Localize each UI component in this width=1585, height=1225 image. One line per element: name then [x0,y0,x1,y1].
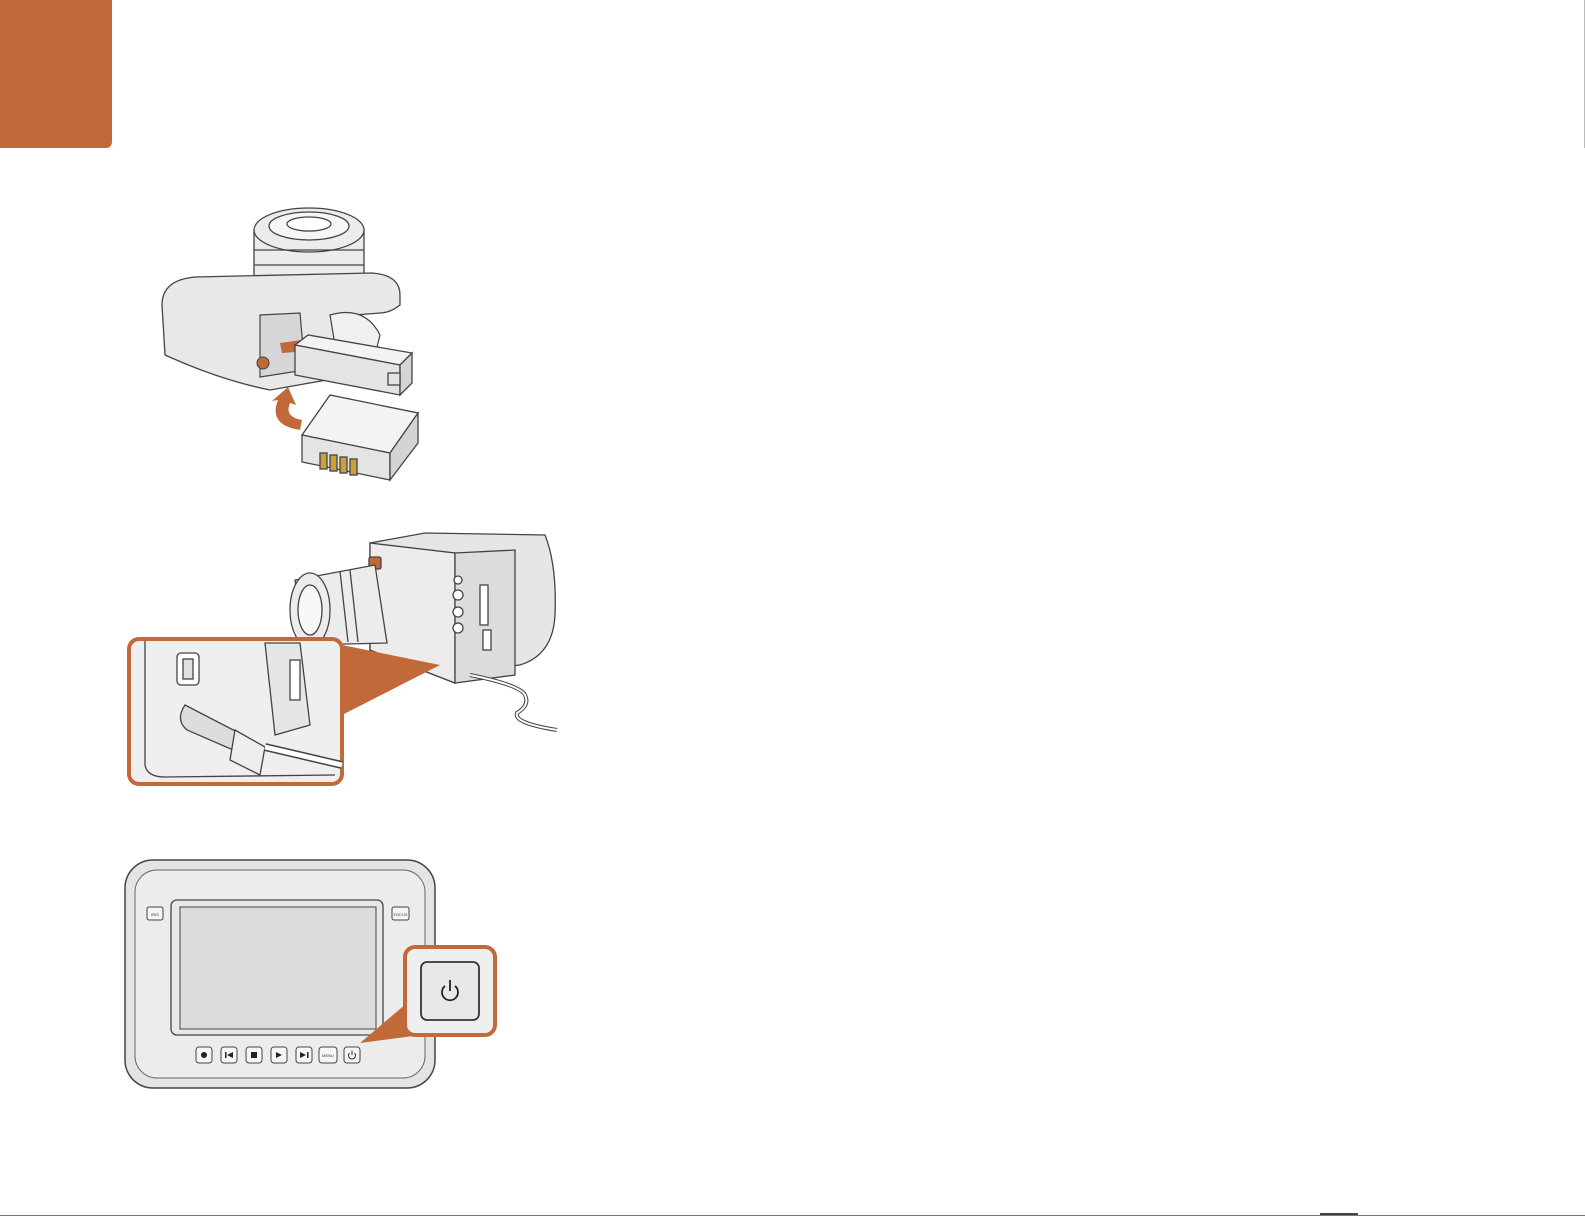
rotate-arrow [272,387,302,430]
focus-button-label: FOCUS [394,912,408,917]
footer-rule [0,1215,1585,1216]
battery-insertion-illustration [150,195,430,495]
record-icon [201,1052,207,1058]
iris-button-label: IRIS [151,912,159,917]
lcd-screen [180,907,376,1029]
battery-loose [302,395,418,480]
footer-dash [1320,1213,1358,1215]
power-connection-illustration [125,525,560,790]
chapter-tab [0,0,112,148]
menu-button-label: MENU [322,1053,334,1058]
cinema-camera-lens [290,565,387,647]
power-button-illustration: IRIS FOCUS MENU [123,858,503,1096]
battery-latch [257,357,269,369]
stop-icon [251,1052,257,1058]
battery-inserted [295,335,412,395]
power-cable [470,675,557,730]
